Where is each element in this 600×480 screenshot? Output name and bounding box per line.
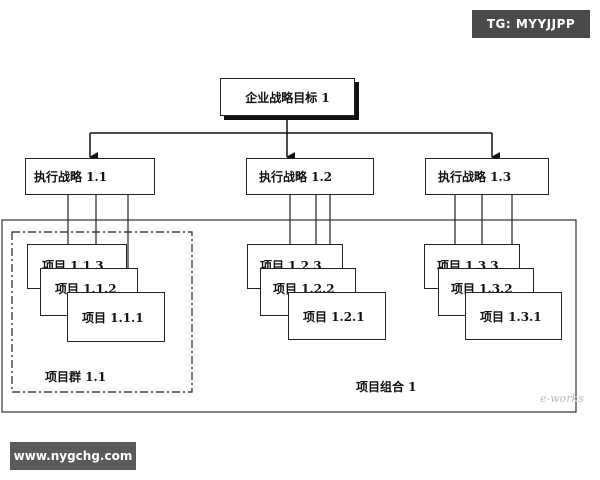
project-box-1-1-1: 项目 1.1.1	[67, 292, 165, 342]
portfolio-label: 项目组合 1	[356, 380, 417, 394]
project-label: 项目 1.3.1	[480, 309, 542, 324]
project-label: 项目 1.2.1	[303, 309, 365, 324]
project-box-1-3-1: 项目 1.3.1	[465, 292, 562, 340]
goal-label: 企业战略目标 1	[245, 90, 330, 105]
goal-box: 企业战略目标 1	[220, 78, 355, 116]
watermark-top: TG: MYYJJPP	[472, 10, 590, 38]
strategy-box-1: 执行战略 1.1	[25, 158, 155, 195]
portfolio-boundary	[1, 219, 577, 413]
project-label: 项目 1.1.1	[82, 310, 144, 325]
watermark-bottom: www.nygchg.com	[10, 442, 136, 470]
strategy-label: 执行战略 1.2	[259, 170, 333, 184]
strategy-label: 执行战略 1.1	[34, 170, 108, 184]
program-boundary	[11, 231, 193, 393]
strategy-box-2: 执行战略 1.2	[246, 158, 374, 195]
strategy-box-3: 执行战略 1.3	[425, 158, 549, 195]
eworks-logo: e-works	[540, 392, 584, 405]
program-label: 项目群 1.1	[45, 370, 107, 384]
project-box-1-2-1: 项目 1.2.1	[288, 292, 386, 340]
strategy-label: 执行战略 1.3	[438, 170, 512, 184]
